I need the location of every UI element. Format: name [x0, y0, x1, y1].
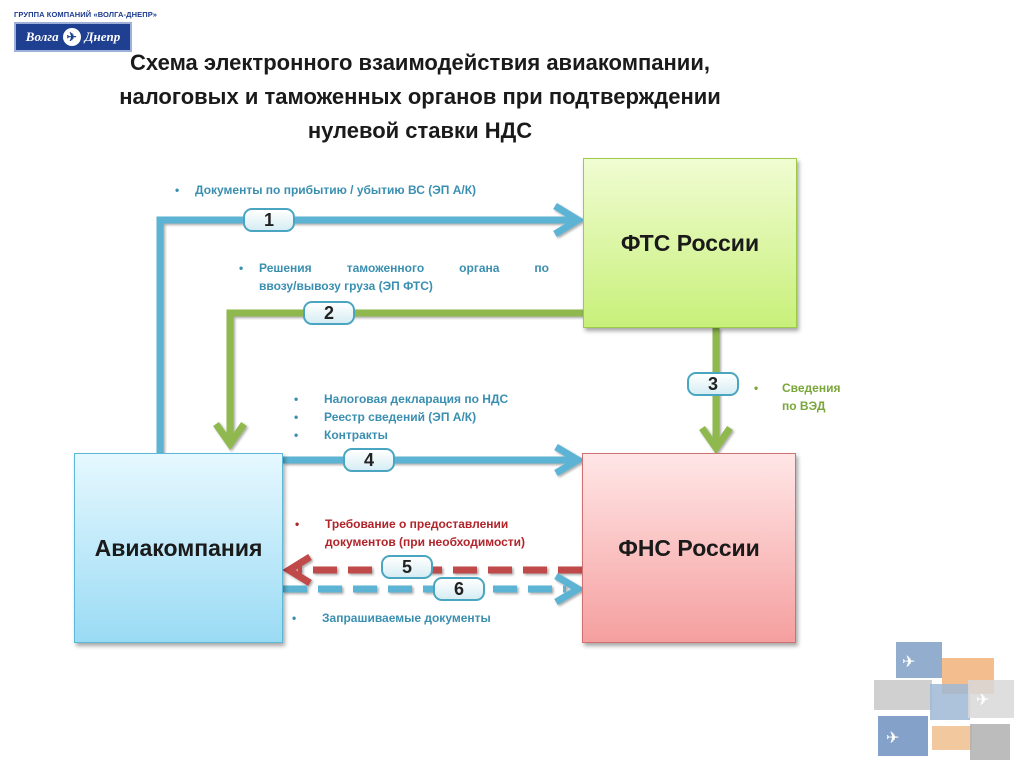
step-2-note: Решения таможенного органа по ввозу/выво…: [239, 259, 549, 295]
logo-badge: Волга ✈ Днепр: [14, 22, 132, 52]
step-5-item: Требование о предоставлении документов (…: [295, 515, 525, 551]
airplane-icon: ✈: [902, 654, 916, 671]
photo-tile: [896, 642, 942, 678]
step-4-item: Контракты: [294, 426, 508, 444]
arrow-1-line: [156, 216, 575, 453]
step-2-line-1: Решения таможенного органа по: [259, 261, 549, 275]
logo-name-right: Днепр: [84, 29, 121, 44]
step-4-item: Реестр сведений (ЭП А/К): [294, 408, 508, 426]
step-4-note: Налоговая декларация по НДС Реестр сведе…: [294, 390, 508, 444]
arrow-1-head: [553, 203, 585, 237]
step-5-note: Требование о предоставлении документов (…: [295, 515, 525, 551]
slide-title: Схема электронного взаимодействия авиако…: [119, 50, 721, 143]
step-4-item: Налоговая декларация по НДС: [294, 390, 508, 408]
aircraft-photo-collage: ✈ ✈ ✈: [872, 640, 1018, 764]
node-airline: Авиакомпания: [74, 453, 283, 643]
step-badge-3: 3: [687, 372, 739, 396]
photo-tile: [874, 680, 932, 710]
step-badge-2: 2: [303, 301, 355, 325]
airplane-icon: ✈: [886, 730, 900, 747]
node-fns: ФНС России: [582, 453, 796, 643]
photo-tile: [970, 724, 1010, 760]
step-badge-5: 5: [381, 555, 433, 579]
company-logo: ГРУППА КОМПАНИЙ «ВОЛГА-ДНЕПР» Волга ✈ Дн…: [14, 10, 158, 52]
photo-tile: [930, 684, 970, 720]
step-3-bullet: •: [754, 381, 759, 395]
arrow-6-head: [554, 572, 585, 606]
step-1-item: Документы по прибытию / убытию ВС (ЭП А/…: [175, 181, 476, 199]
step-badge-4: 4: [343, 448, 395, 472]
step-6-note: Запрашиваемые документы: [292, 609, 491, 627]
logo-group-text: ГРУППА КОМПАНИЙ «ВОЛГА-ДНЕПР»: [14, 10, 158, 19]
arrow-4-head: [554, 443, 585, 477]
step-6-item: Запрашиваемые документы: [292, 609, 491, 627]
step-3-line-1: Сведения: [782, 381, 841, 395]
arrow-2-head: [213, 421, 247, 451]
arrow-5-head: [282, 554, 312, 586]
logo-name-left: Волга: [25, 29, 59, 44]
step-badge-6: 6: [433, 577, 485, 601]
airplane-emblem-icon: ✈: [62, 28, 81, 46]
photo-tile: [932, 726, 972, 750]
step-1-note: Документы по прибытию / убытию ВС (ЭП А/…: [175, 181, 476, 199]
step-3-note: • Сведения по ВЭД: [754, 379, 841, 415]
airplane-icon: ✈: [976, 692, 990, 709]
node-fts: ФТС России: [583, 158, 797, 328]
photo-tile: [968, 680, 1014, 718]
step-2-line-2: ввозу/вывозу груза (ЭП ФТС): [259, 279, 433, 293]
step-3-line-2: по ВЭД: [782, 399, 826, 413]
arrow-3-head: [699, 425, 733, 455]
arrow-2-line: [226, 309, 583, 440]
step-badge-1: 1: [243, 208, 295, 232]
photo-tile: [878, 716, 928, 756]
